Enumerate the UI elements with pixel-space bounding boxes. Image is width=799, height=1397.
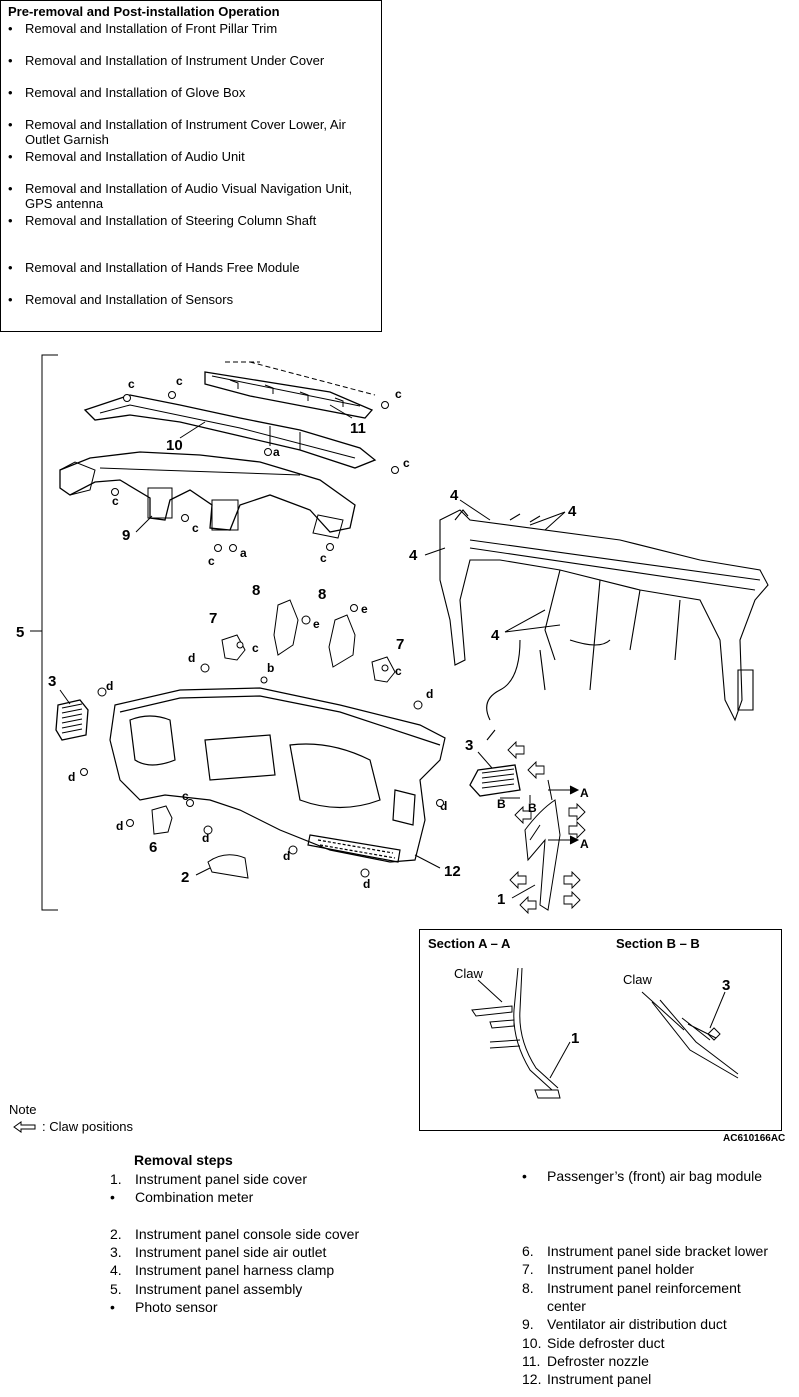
pre-removal-box: Pre-removal and Post-installation Operat… bbox=[0, 0, 382, 332]
section-letter-b: B bbox=[528, 801, 537, 815]
side-air-outlet-3-right bbox=[469, 764, 521, 797]
side-bracket-lower-6 bbox=[151, 805, 173, 835]
bullet: • bbox=[8, 292, 13, 307]
fastener-c: c bbox=[320, 551, 327, 565]
fastener-c: c bbox=[176, 374, 183, 388]
callout-11: 11 bbox=[350, 420, 366, 437]
note-legend: : Claw positions bbox=[42, 1119, 134, 1134]
section-views-box: Section A – A Section B – B Claw Claw 1 … bbox=[419, 929, 782, 1131]
console-side-cover-2 bbox=[207, 854, 249, 879]
callout-4: 4 bbox=[568, 503, 577, 520]
fastener-group bbox=[111, 391, 399, 552]
fastener-b: b bbox=[267, 661, 274, 675]
section-aa-title: Section A – A bbox=[428, 936, 511, 951]
fastener-d: d bbox=[68, 770, 75, 784]
callout-4: 4 bbox=[409, 547, 418, 564]
fastener-c: c bbox=[182, 789, 189, 803]
section-bb-drawing bbox=[641, 991, 739, 1079]
callout-7: 7 bbox=[209, 610, 217, 627]
fastener-d: d bbox=[283, 849, 290, 863]
reinforcement-center-8 bbox=[273, 599, 356, 668]
bullet: • bbox=[8, 85, 13, 100]
claw-arrow-icons bbox=[507, 740, 586, 915]
callout-7: 7 bbox=[396, 636, 404, 653]
callout-8: 8 bbox=[252, 582, 260, 599]
fastener-d: d bbox=[188, 651, 195, 665]
claw-arrow-icon bbox=[13, 1121, 36, 1133]
pre-removal-title: Pre-removal and Post-installation Operat… bbox=[8, 4, 280, 19]
fastener-c: c bbox=[395, 387, 402, 401]
section-letter-a: A bbox=[580, 837, 589, 851]
callout-4: 4 bbox=[491, 627, 500, 644]
section-cut-lines bbox=[500, 785, 580, 845]
fastener-c: c bbox=[403, 456, 410, 470]
fastener-e: e bbox=[361, 602, 368, 616]
section-aa-callout: 1 bbox=[571, 1030, 580, 1047]
removal-steps-title: Removal steps bbox=[134, 1152, 233, 1168]
section-letter-a: A bbox=[580, 786, 589, 800]
fastener-c: c bbox=[192, 521, 199, 535]
callout-4: 4 bbox=[450, 487, 459, 504]
fastener-a: a bbox=[273, 445, 280, 459]
callout-9: 9 bbox=[122, 527, 130, 544]
fastener-c: c bbox=[128, 377, 135, 391]
side-air-outlet-3-left bbox=[55, 699, 89, 741]
bullet: • bbox=[8, 117, 13, 132]
callout-8: 8 bbox=[318, 586, 326, 603]
callout-10: 10 bbox=[166, 437, 183, 454]
bullet: • bbox=[8, 213, 13, 228]
fastener-d: d bbox=[440, 799, 447, 813]
ventilator-duct-9 bbox=[59, 451, 356, 539]
bullet: • bbox=[8, 149, 13, 164]
side-defroster-duct-10 bbox=[83, 394, 377, 469]
bullet: • bbox=[8, 21, 13, 36]
fastener-c: c bbox=[395, 664, 402, 678]
fastener-d: d bbox=[426, 687, 433, 701]
defroster-nozzle-11 bbox=[204, 361, 376, 419]
instrument-panel-reinforcement-frame bbox=[439, 509, 769, 741]
bullet: • bbox=[8, 53, 13, 68]
callout-1: 1 bbox=[497, 891, 505, 908]
fastener-d: d bbox=[202, 831, 209, 845]
fastener-c: c bbox=[208, 554, 215, 568]
bullet: • bbox=[8, 181, 13, 196]
section-bb-title: Section B – B bbox=[616, 936, 700, 951]
exploded-view-diagram: 5 11 10 9 c c c a c c c c bbox=[16, 354, 769, 915]
claw-label: Claw bbox=[623, 972, 652, 987]
claw-label: Claw bbox=[454, 966, 483, 981]
instrument-panel-holder-7 bbox=[221, 634, 396, 683]
callout-2: 2 bbox=[181, 869, 189, 886]
callout-5: 5 bbox=[16, 624, 24, 641]
fastener-c: c bbox=[112, 494, 119, 508]
fastener-c: c bbox=[252, 641, 259, 655]
assembly-bracket bbox=[30, 354, 58, 911]
callout-3: 3 bbox=[465, 737, 473, 754]
section-views-drawing bbox=[471, 967, 739, 1099]
fastener-d: d bbox=[116, 819, 123, 833]
fastener-a: a bbox=[240, 546, 247, 560]
bullet: • bbox=[8, 260, 13, 275]
fastener-d: d bbox=[363, 877, 370, 891]
fastener-e: e bbox=[313, 617, 320, 631]
section-bb-callout: 3 bbox=[722, 977, 731, 994]
callout-12: 12 bbox=[444, 863, 461, 880]
instrument-panel-12 bbox=[109, 687, 446, 863]
fastener-d: d bbox=[106, 679, 113, 693]
callout-3: 3 bbox=[48, 673, 56, 690]
callout-6: 6 bbox=[149, 839, 157, 856]
section-aa-drawing bbox=[471, 967, 571, 1099]
section-letter-b: B bbox=[497, 797, 506, 811]
note-title: Note bbox=[9, 1102, 37, 1117]
figure-code: AC610166AC bbox=[723, 1133, 786, 1144]
